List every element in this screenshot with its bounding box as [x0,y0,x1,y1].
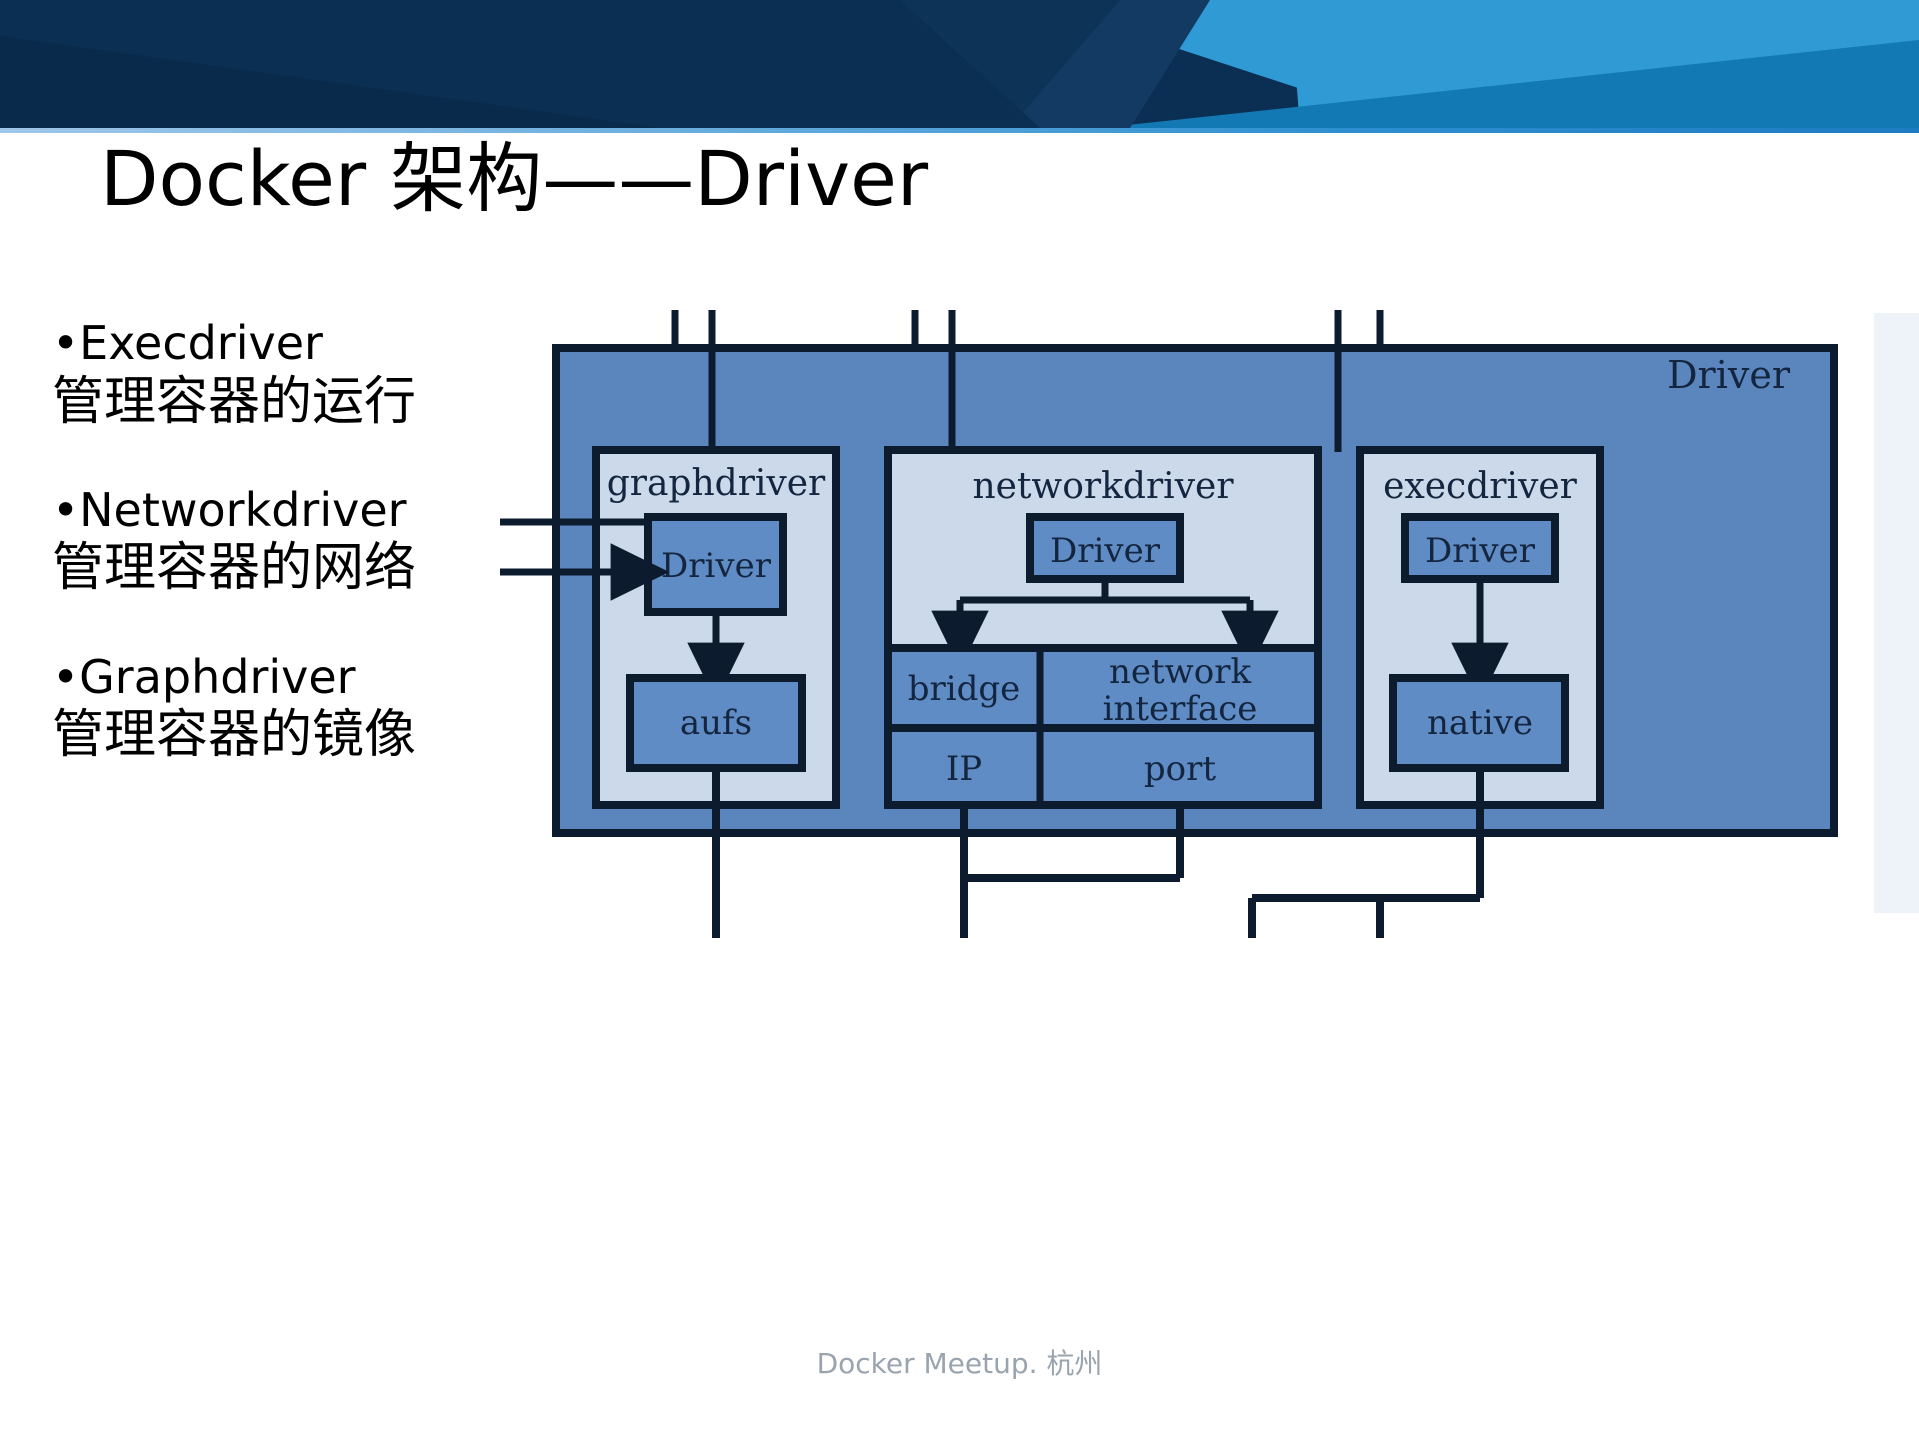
slide-footer: Docker Meetup. 杭州 [0,1342,1919,1382]
bullet-description: 管理容器的运行 [52,371,417,432]
execdriver-driver-box [1401,513,1559,583]
aufs-box [626,674,806,772]
network-interface-label-line1: network [1109,652,1252,692]
graphdriver-title: graphdriver [607,463,826,504]
network-interface-label-line2: interface [1103,689,1258,729]
list-item: •Graphdriver 管理容器的镜像 [52,649,522,767]
bullet-label-row: •Networkdriver [52,482,522,537]
bullet-marker-icon: • [52,649,80,704]
footer-text: Docker Meetup. [816,1347,1047,1380]
bullet-label-row: •Graphdriver [52,649,522,704]
driver-architecture-diagram: Driver graphdriver Driver aufs networkdr… [490,300,1900,940]
bridge-label: bridge [908,669,1021,709]
bullet-label: Execdriver [79,316,323,370]
footer-text-cn: 杭州 [1046,1347,1103,1380]
execdriver-driver-label: Driver [1425,531,1536,571]
slide-banner [0,0,1919,128]
list-item: •Execdriver 管理容器的运行 [52,316,522,433]
outer-driver-label: Driver [1667,353,1791,397]
ip-label: IP [946,749,982,789]
banner-decoration [0,0,1919,128]
bullet-label: Graphdriver [79,649,356,704]
bullet-description: 管理容器的网络 [52,538,417,599]
bullet-marker-icon: • [52,316,80,370]
bullet-description: 管理容器的镜像 [52,705,417,766]
networkdriver-driver-label: Driver [1050,531,1161,571]
aufs-label: aufs [680,703,752,743]
right-edge-panel [1874,313,1919,913]
page-title: Docker 架构——Driver [100,134,929,223]
port-label: port [1144,749,1216,789]
graphdriver-driver-label: Driver [661,546,772,586]
bullet-label-row: •Execdriver [52,316,522,370]
banner-underline [0,128,1919,133]
networkdriver-title: networkdriver [972,466,1234,507]
execdriver-title: execdriver [1383,466,1577,507]
diagram-svg: Driver graphdriver Driver aufs networkdr… [500,310,1838,938]
list-item: •Networkdriver 管理容器的网络 [52,482,522,600]
native-label: native [1427,703,1533,743]
bullet-marker-icon: • [52,482,80,537]
bullet-label: Networkdriver [79,482,407,537]
bullet-list: •Execdriver 管理容器的运行 •Networkdriver 管理容器的… [52,316,522,767]
